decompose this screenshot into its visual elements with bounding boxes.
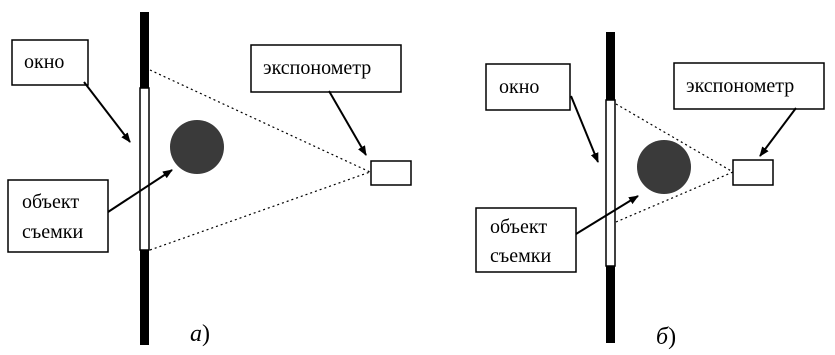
wall-lower [606, 266, 615, 343]
window-pane [605, 99, 616, 267]
meter-arrow [328, 90, 367, 156]
meter-label-box [673, 62, 825, 110]
exposure-meter [370, 160, 412, 186]
window-label-box [11, 39, 89, 86]
meter-label: экспонометр [686, 75, 794, 97]
object-label-line1: объект [490, 216, 547, 238]
object-arrow [107, 169, 173, 213]
photo-object [170, 120, 224, 174]
caption-a: а) [190, 321, 210, 347]
panel-a: окно экспонометр объект съемки а) [7, 12, 412, 347]
object-label-line1: объект [22, 191, 79, 213]
window-label-box [485, 63, 571, 111]
caption-a-letter: а [190, 321, 202, 347]
light-ray-bottom [149, 171, 371, 251]
light-ray-bottom [615, 171, 734, 223]
exposure-meter [732, 159, 774, 186]
caption-b-letter: б [656, 324, 669, 350]
window-arrow [83, 81, 131, 143]
object-arrow [575, 195, 639, 235]
window-arrow [570, 95, 599, 163]
object-label-box [7, 179, 109, 253]
caption-b-paren: ) [668, 324, 676, 350]
window-pane [139, 87, 150, 251]
caption-b: б) [656, 324, 676, 350]
meter-label: экспонометр [263, 57, 371, 79]
window-label: окно [24, 51, 64, 73]
caption-a-paren: ) [202, 321, 210, 347]
meter-label-box [250, 44, 402, 93]
light-ray-top [149, 69, 371, 173]
object-label-line2: съемки [22, 221, 83, 243]
object-label-box [475, 207, 577, 273]
wall-upper [140, 12, 149, 88]
wall-upper [606, 32, 615, 100]
panel-b: окно экспонометр объект съемки б) [475, 32, 825, 350]
wall-lower [140, 250, 149, 345]
object-label-line2: съемки [490, 245, 551, 267]
meter-arrow [759, 107, 797, 157]
photo-object [637, 140, 691, 194]
window-label: окно [499, 76, 539, 98]
